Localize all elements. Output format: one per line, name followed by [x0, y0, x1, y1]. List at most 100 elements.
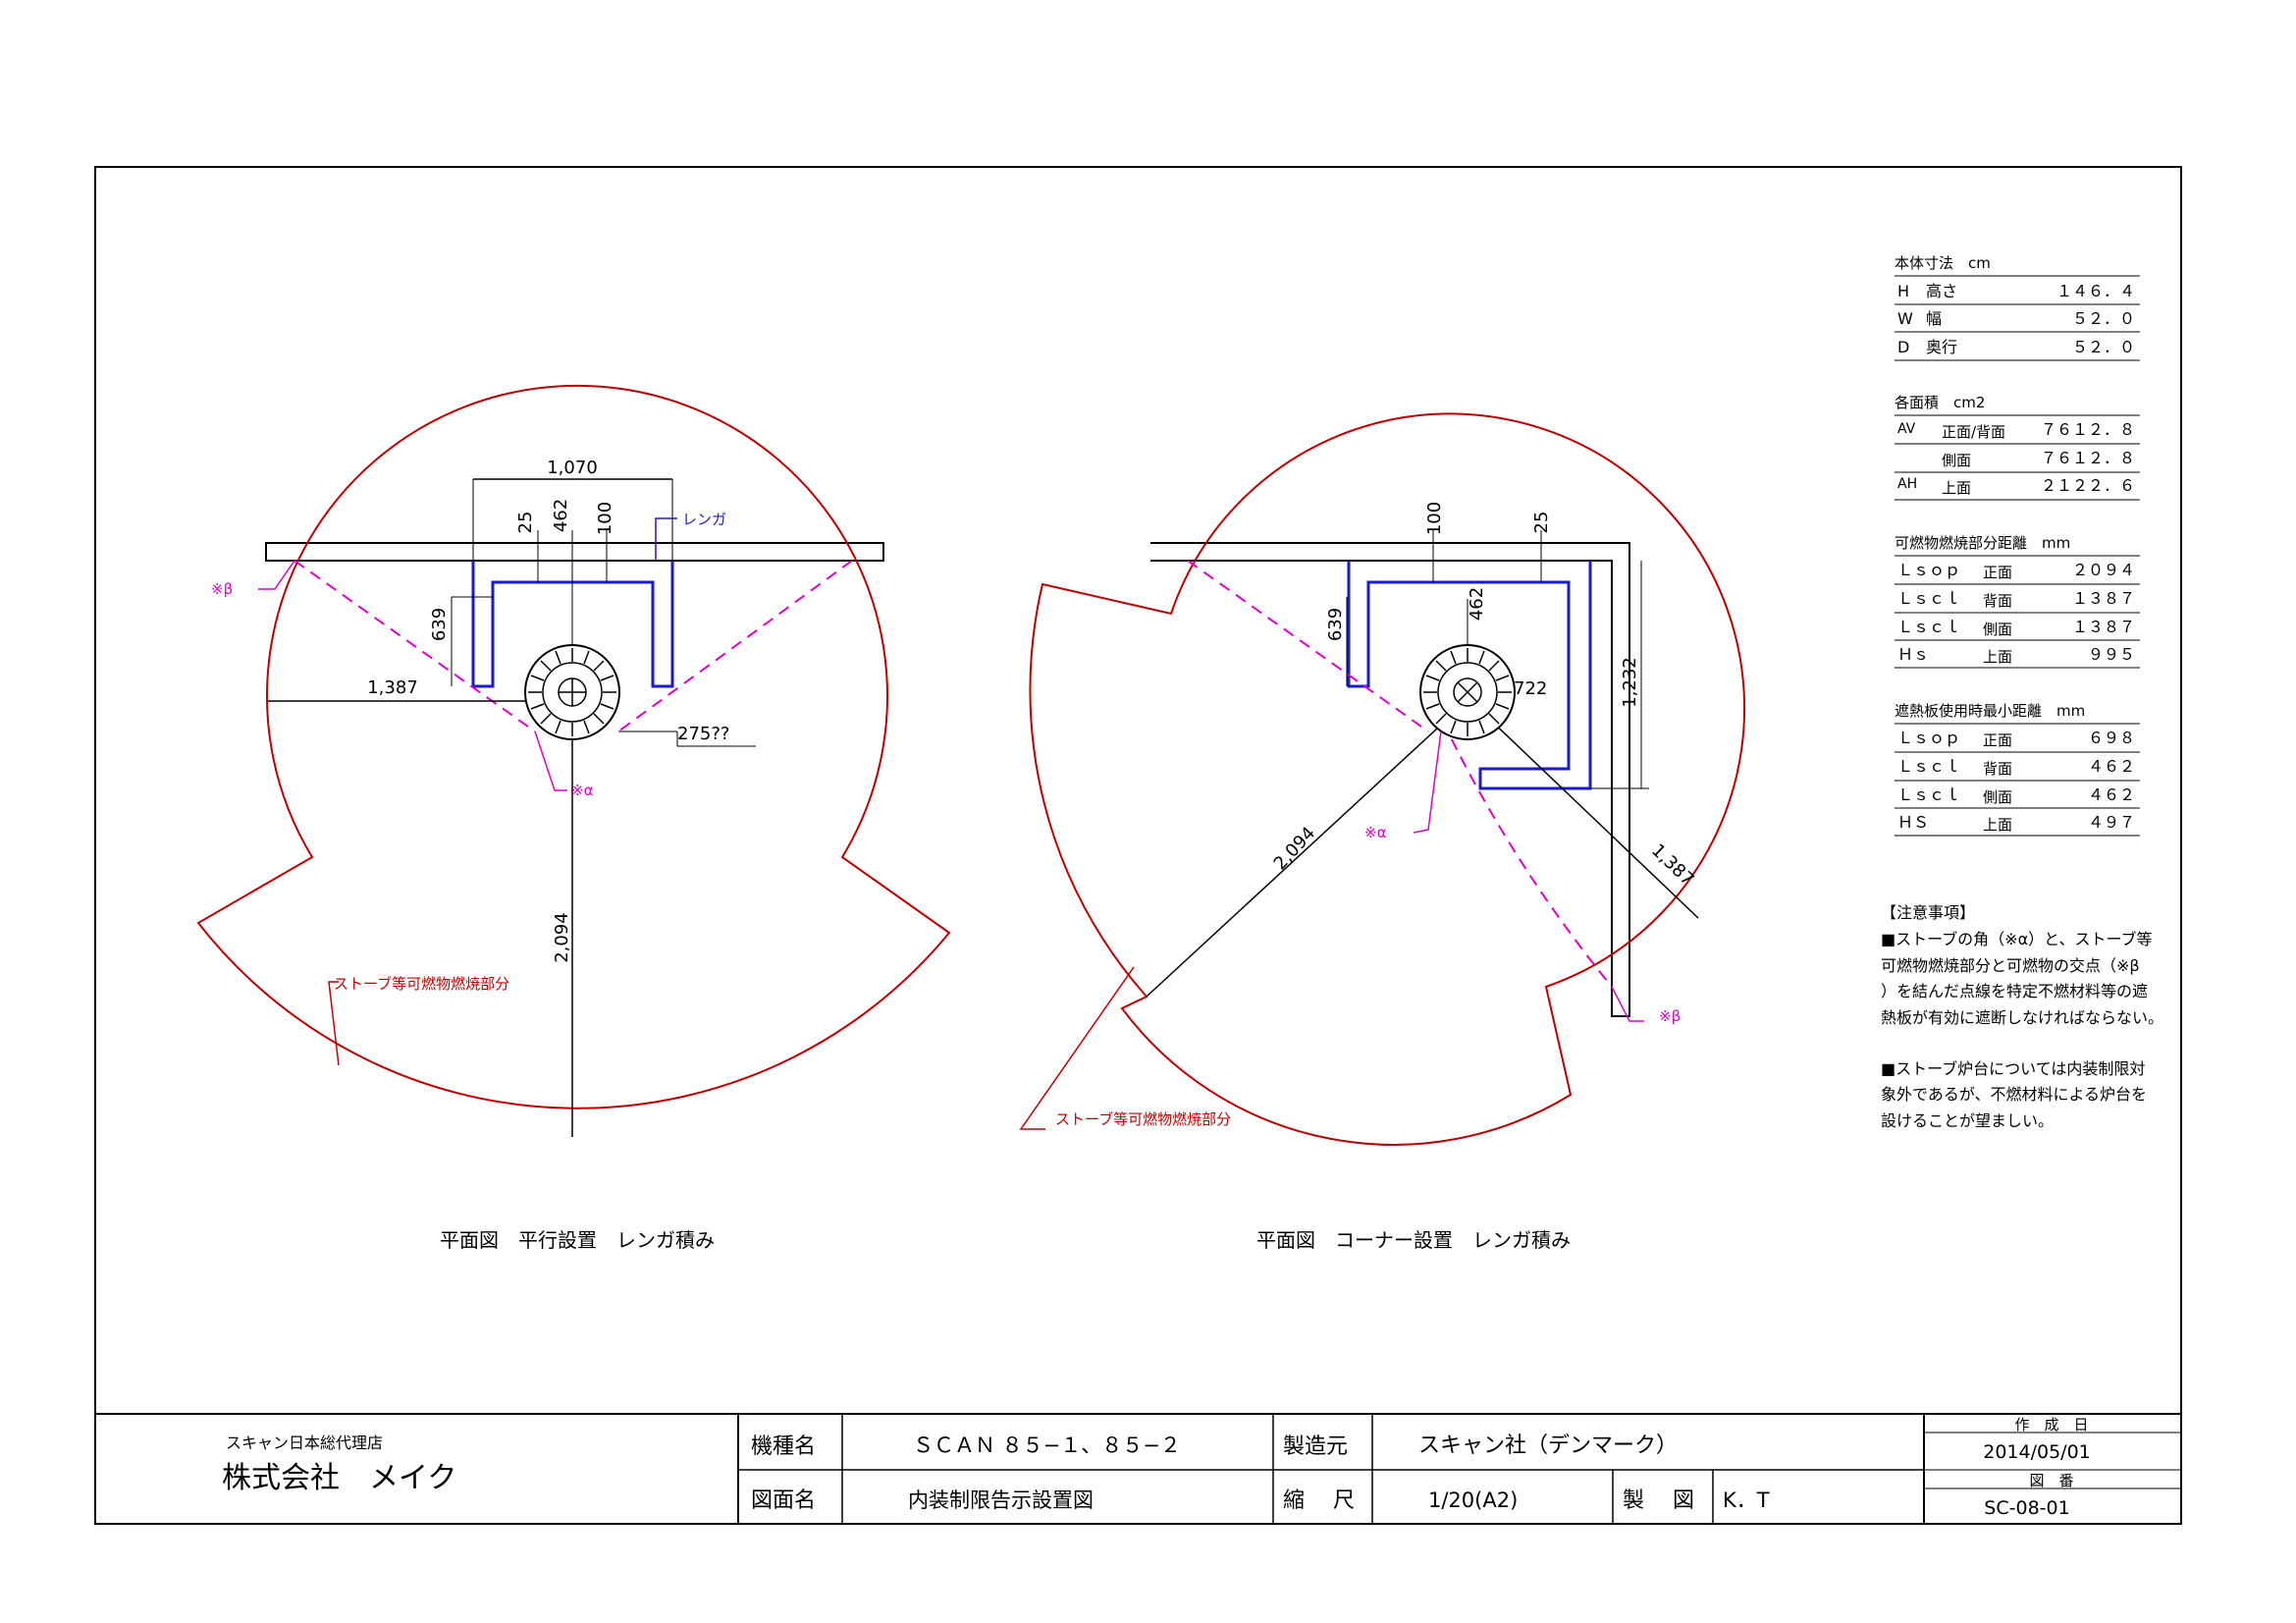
svg-text:１３８７: １３８７ — [2072, 589, 2135, 608]
svg-text:７６１２．８: ７６１２．８ — [2041, 420, 2135, 439]
notes-line: ■ストーブの角（※α）と、ストーブ等 — [1881, 930, 2153, 948]
notes-line: 象外であるが、不燃材料による炉台を — [1881, 1085, 2147, 1104]
spec-distance-row: Ｌｓｃｌ 背面 １３８７ — [1897, 589, 2135, 610]
company-name: 株式会社 メイク — [222, 1461, 456, 1495]
left-plan: 1,070 25 462 100 639 1,387 2,094 275?? レ… — [196, 384, 951, 1252]
maker-value: スキャン社（デンマーク） — [1418, 1434, 1678, 1458]
svg-text:幅: 幅 — [1926, 309, 1942, 328]
drafter-label: 製 図 — [1623, 1488, 1694, 1513]
right-dim-462: 462 — [1467, 587, 1487, 621]
spec-shield-title: 遮熱板使用時最小距離 mm — [1895, 702, 2085, 720]
left-dim-639: 639 — [429, 608, 450, 641]
right-dim-side-line — [1486, 716, 1699, 919]
left-shield-line-1 — [294, 560, 536, 732]
svg-text:高さ: 高さ — [1926, 282, 1957, 300]
right-dim-25: 25 — [1531, 512, 1552, 534]
right-alpha-label: ※α — [1364, 824, 1387, 841]
svg-text:４６２: ４６２ — [2088, 785, 2135, 804]
left-dim-25: 25 — [515, 512, 536, 534]
spec-distance-row: Ｈｓ 上面 ９９５ — [1897, 645, 2135, 666]
right-dim-722: 722 — [1514, 678, 1547, 699]
svg-text:２０９４: ２０９４ — [2072, 561, 2135, 579]
right-dim-100: 100 — [1424, 502, 1445, 535]
notes-line: 可燃物燃焼部分と可燃物の交点（※β — [1881, 956, 2140, 975]
svg-text:H: H — [1897, 282, 1909, 300]
spec-body-row: D 奥行 ５２．０ — [1897, 338, 2135, 356]
scale-label: 縮 尺 — [1283, 1488, 1355, 1513]
svg-text:側面: 側面 — [1983, 621, 2012, 638]
title-block: スキャン日本総代理店 株式会社 メイク 機種名 ＳＣＡＮ ８５−１、８５−２ 製… — [95, 1413, 2181, 1524]
svg-text:５２．０: ５２．０ — [2072, 309, 2135, 328]
svg-text:４６２: ４６２ — [2088, 757, 2135, 776]
svg-text:Ｌｓｏｐ: Ｌｓｏｐ — [1897, 561, 1960, 579]
spec-tables: 本体寸法 cm H 高さ １４６．４ W 幅 ５２．０ D 奥行 ５２．０ 各面… — [1895, 254, 2140, 837]
right-stove-icon — [1419, 644, 1516, 740]
svg-text:７６１２．８: ７６１２．８ — [2041, 449, 2135, 467]
svg-text:５２．０: ５２．０ — [2072, 338, 2135, 356]
scale-value: 1/20(A2) — [1428, 1488, 1518, 1512]
spec-area-row: AH 上面 ２１２２．６ — [1897, 476, 2135, 497]
svg-text:正面/背面: 正面/背面 — [1942, 423, 2005, 441]
left-shield-line-2 — [617, 560, 853, 732]
sheet-border — [94, 166, 2182, 1525]
left-beta-label: ※β — [211, 580, 233, 598]
left-dim-275: 275?? — [677, 724, 729, 744]
svg-text:ＨＳ: ＨＳ — [1897, 813, 1929, 832]
spec-distance-title: 可燃物燃焼部分距離 mm — [1895, 534, 2070, 552]
number-value: SC-08-01 — [1984, 1497, 2069, 1519]
right-dim-side: 1,387 — [1647, 840, 1698, 891]
drawing-label: 図面名 — [751, 1488, 816, 1513]
model-label: 機種名 — [751, 1434, 816, 1459]
svg-text:上面: 上面 — [1983, 816, 2012, 834]
left-dim-100: 100 — [595, 502, 615, 535]
spec-area-row: AV 正面/背面 ７６１２．８ — [1897, 420, 2135, 441]
spec-body-row: W 幅 ５２．０ — [1897, 309, 2135, 328]
svg-text:Ｌｓｃｌ: Ｌｓｃｌ — [1897, 589, 1960, 608]
date-label: 作 成 日 — [2014, 1416, 2088, 1434]
left-alpha-label: ※α — [571, 782, 594, 799]
svg-text:Ｌｓｃｌ: Ｌｓｃｌ — [1897, 757, 1960, 776]
notes-line: 熱板が有効に遮断しなければならない。 — [1881, 1008, 2163, 1027]
right-combustion-zone — [1029, 412, 1746, 1146]
right-zone-label: ストーブ等可燃物燃焼部分 — [1055, 1110, 1231, 1128]
svg-text:正面: 正面 — [1983, 731, 2012, 749]
spec-distance-row: Ｌｓｃｌ 側面 １３８７ — [1897, 618, 2135, 638]
notes-line: ）を結んだ点線を特定不燃材料等の遮 — [1881, 982, 2148, 1001]
svg-text:１３８７: １３８７ — [2072, 618, 2135, 636]
svg-text:側面: 側面 — [1942, 452, 1971, 469]
right-shield-line — [1187, 560, 1429, 732]
notes-title: 【注意事項】 — [1881, 903, 1975, 922]
svg-text:Ｌｓｃｌ: Ｌｓｃｌ — [1897, 785, 1960, 804]
left-wall — [265, 542, 884, 562]
spec-shield-row: ＨＳ 上面 ４９７ — [1897, 813, 2135, 834]
right-dim-front-line — [1146, 716, 1451, 998]
svg-text:４９７: ４９７ — [2088, 813, 2135, 832]
svg-text:Ｌｓｃｌ: Ｌｓｃｌ — [1897, 618, 1960, 636]
svg-text:奥行: 奥行 — [1926, 338, 1957, 356]
notes: 【注意事項】 ■ストーブの角（※α）と、ストーブ等 可燃物燃焼部分と可燃物の交点… — [1881, 903, 2163, 1130]
spec-shield-row: Ｌｓｃｌ 側面 ４６２ — [1897, 785, 2135, 806]
right-plan-caption: 平面図 コーナー設置 レンガ積み — [1256, 1228, 1571, 1252]
svg-text:Ｌｓｏｐ: Ｌｓｏｐ — [1897, 729, 1960, 747]
left-stove-icon — [524, 644, 620, 740]
drawing-value: 内装制限告示設置図 — [908, 1488, 1094, 1512]
right-dim-front: 2,094 — [1270, 823, 1320, 874]
left-dim-front: 2,094 — [552, 912, 572, 963]
right-dim-1232: 1,232 — [1620, 657, 1640, 708]
svg-text:上面: 上面 — [1983, 648, 2012, 666]
svg-text:背面: 背面 — [1983, 760, 2012, 778]
svg-text:１４６．４: １４６．４ — [2056, 282, 2135, 300]
right-plan: 100 25 462 639 722 1,232 2,094 1,387 ※α … — [1019, 412, 1746, 1252]
number-label: 図 番 — [2029, 1472, 2073, 1489]
spec-area-title: 各面積 cm2 — [1895, 394, 1985, 411]
date-value: 2014/05/01 — [1983, 1441, 2091, 1463]
svg-text:背面: 背面 — [1983, 592, 2012, 610]
svg-text:側面: 側面 — [1983, 788, 2012, 806]
left-plan-caption: 平面図 平行設置 レンガ積み — [440, 1228, 715, 1252]
svg-text:AH: AH — [1897, 476, 1917, 492]
svg-text:正面: 正面 — [1983, 564, 2012, 581]
svg-text:Ｈｓ: Ｈｓ — [1897, 645, 1929, 664]
left-dim-width: 1,070 — [547, 458, 598, 478]
svg-text:６９８: ６９８ — [2088, 729, 2135, 747]
right-corner-wall — [1150, 542, 1630, 1017]
